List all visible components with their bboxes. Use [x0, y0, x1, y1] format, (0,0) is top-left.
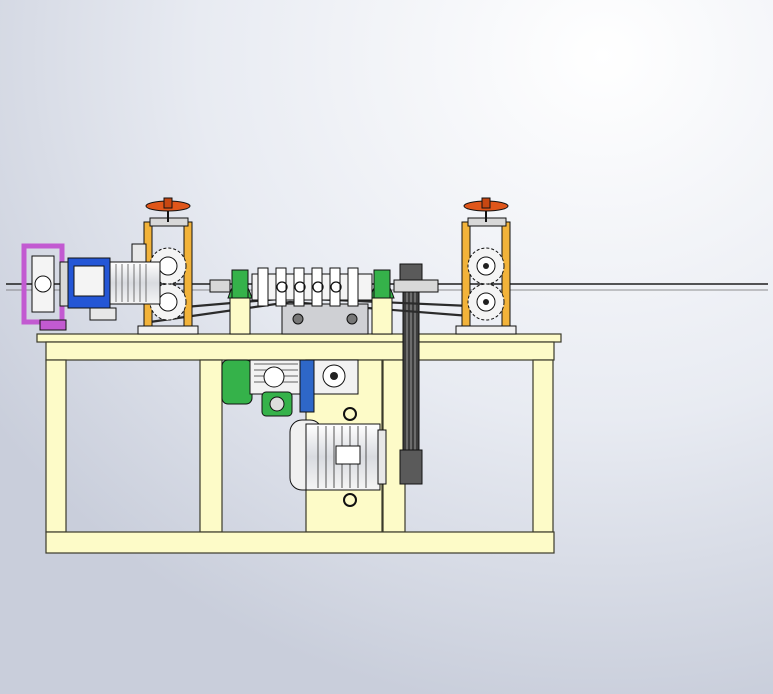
blue-motor	[67, 243, 161, 321]
frame-leg-mid-left	[199, 359, 223, 533]
frame-leg-left	[45, 359, 67, 533]
left-pillow-block	[227, 269, 253, 335]
center-cutter-roller	[209, 267, 439, 307]
frame-top-plate	[36, 333, 562, 343]
right-handwheel	[463, 197, 509, 212]
gear-reducer	[221, 359, 359, 417]
purple-clamp	[21, 243, 69, 331]
center-pedestal	[281, 303, 369, 335]
right-upper-gear	[467, 247, 505, 285]
main-electric-motor	[289, 407, 387, 507]
left-handwheel	[145, 197, 191, 212]
belt-drive	[399, 263, 423, 485]
right-pillow-block	[369, 269, 395, 335]
right-roller-stand	[455, 206, 517, 335]
frame-bottom-rail	[45, 531, 555, 554]
right-lower-gear	[467, 283, 505, 321]
frame-leg-right	[532, 359, 554, 533]
frame-top-rail	[45, 341, 555, 361]
